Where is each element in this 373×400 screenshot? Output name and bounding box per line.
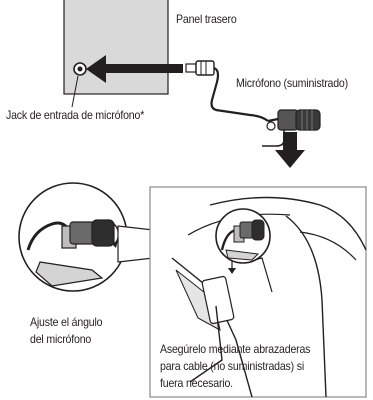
rear-panel <box>63 0 169 95</box>
down-arrow-icon <box>275 132 305 168</box>
clip-detail <box>18 182 128 292</box>
adjust-angle-line-2: del micrófono <box>30 332 92 346</box>
secure-line-2: para cable (no suministradas) si <box>160 359 305 373</box>
microphone-icon <box>262 109 321 147</box>
microphone-label: Micrófono (suministrado) <box>236 76 348 90</box>
rear-panel-label: Panel trasero <box>176 12 237 26</box>
secure-line-1: Asegúrelo mediante abrazaderas <box>160 342 311 356</box>
secure-line-3: fuera necesario. <box>160 376 233 390</box>
mic-jack-label: Jack de entrada de micrófono* <box>6 108 145 122</box>
jack-leader-line <box>71 75 79 108</box>
insert-arrow-icon <box>86 55 183 83</box>
adjust-angle-line-1: Ajuste el ángulo <box>30 315 103 329</box>
mic-cable <box>210 66 269 122</box>
car-interior-panel <box>149 186 367 398</box>
mic-plug-icon <box>185 60 215 76</box>
